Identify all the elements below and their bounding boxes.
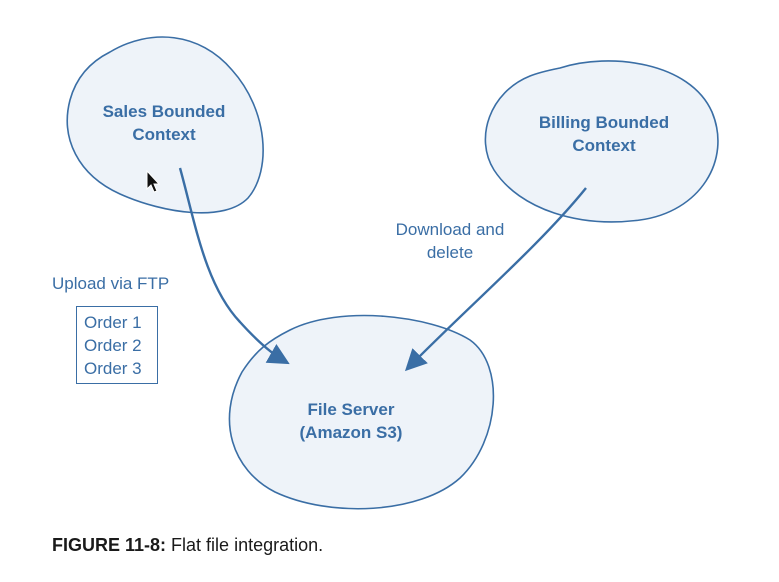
- billing-context-label-line2: Context: [572, 136, 636, 155]
- download-label-line1: Download and: [395, 220, 505, 239]
- sales-context-shape: [66, 36, 264, 214]
- billing-context-label: Billing Bounded Context: [524, 111, 684, 157]
- order-item: Order 2: [84, 336, 142, 355]
- order-item: Order 3: [84, 359, 142, 378]
- diagram-canvas: [66, 36, 719, 510]
- sales-context-label: Sales Bounded Context: [84, 100, 244, 146]
- upload-arrow: [178, 167, 290, 365]
- file-server-label: File Server (Amazon S3): [276, 398, 426, 444]
- file-server-label-line2: (Amazon S3): [299, 423, 403, 442]
- sales-context-label-line1: Sales Bounded: [102, 102, 226, 121]
- figure-number: FIGURE 11-8:: [52, 535, 167, 555]
- order-item: Order 1: [84, 313, 142, 332]
- figure-caption: FIGURE 11-8: Flat file integration.: [52, 535, 323, 556]
- download-arrow: [404, 187, 587, 372]
- figure-caption-text: Flat file integration.: [171, 535, 324, 555]
- sales-context-label-line2: Context: [132, 125, 196, 144]
- download-label: Download and delete: [380, 218, 520, 264]
- orders-box: Order 1 Order 2 Order 3: [76, 306, 158, 384]
- upload-label: Upload via FTP: [52, 274, 170, 293]
- mouse-pointer-icon: [146, 170, 161, 193]
- billing-context-label-line1: Billing Bounded: [538, 113, 670, 132]
- file-server-label-line1: File Server: [307, 400, 395, 419]
- download-label-line2: delete: [426, 243, 474, 262]
- billing-context-shape: [484, 60, 719, 223]
